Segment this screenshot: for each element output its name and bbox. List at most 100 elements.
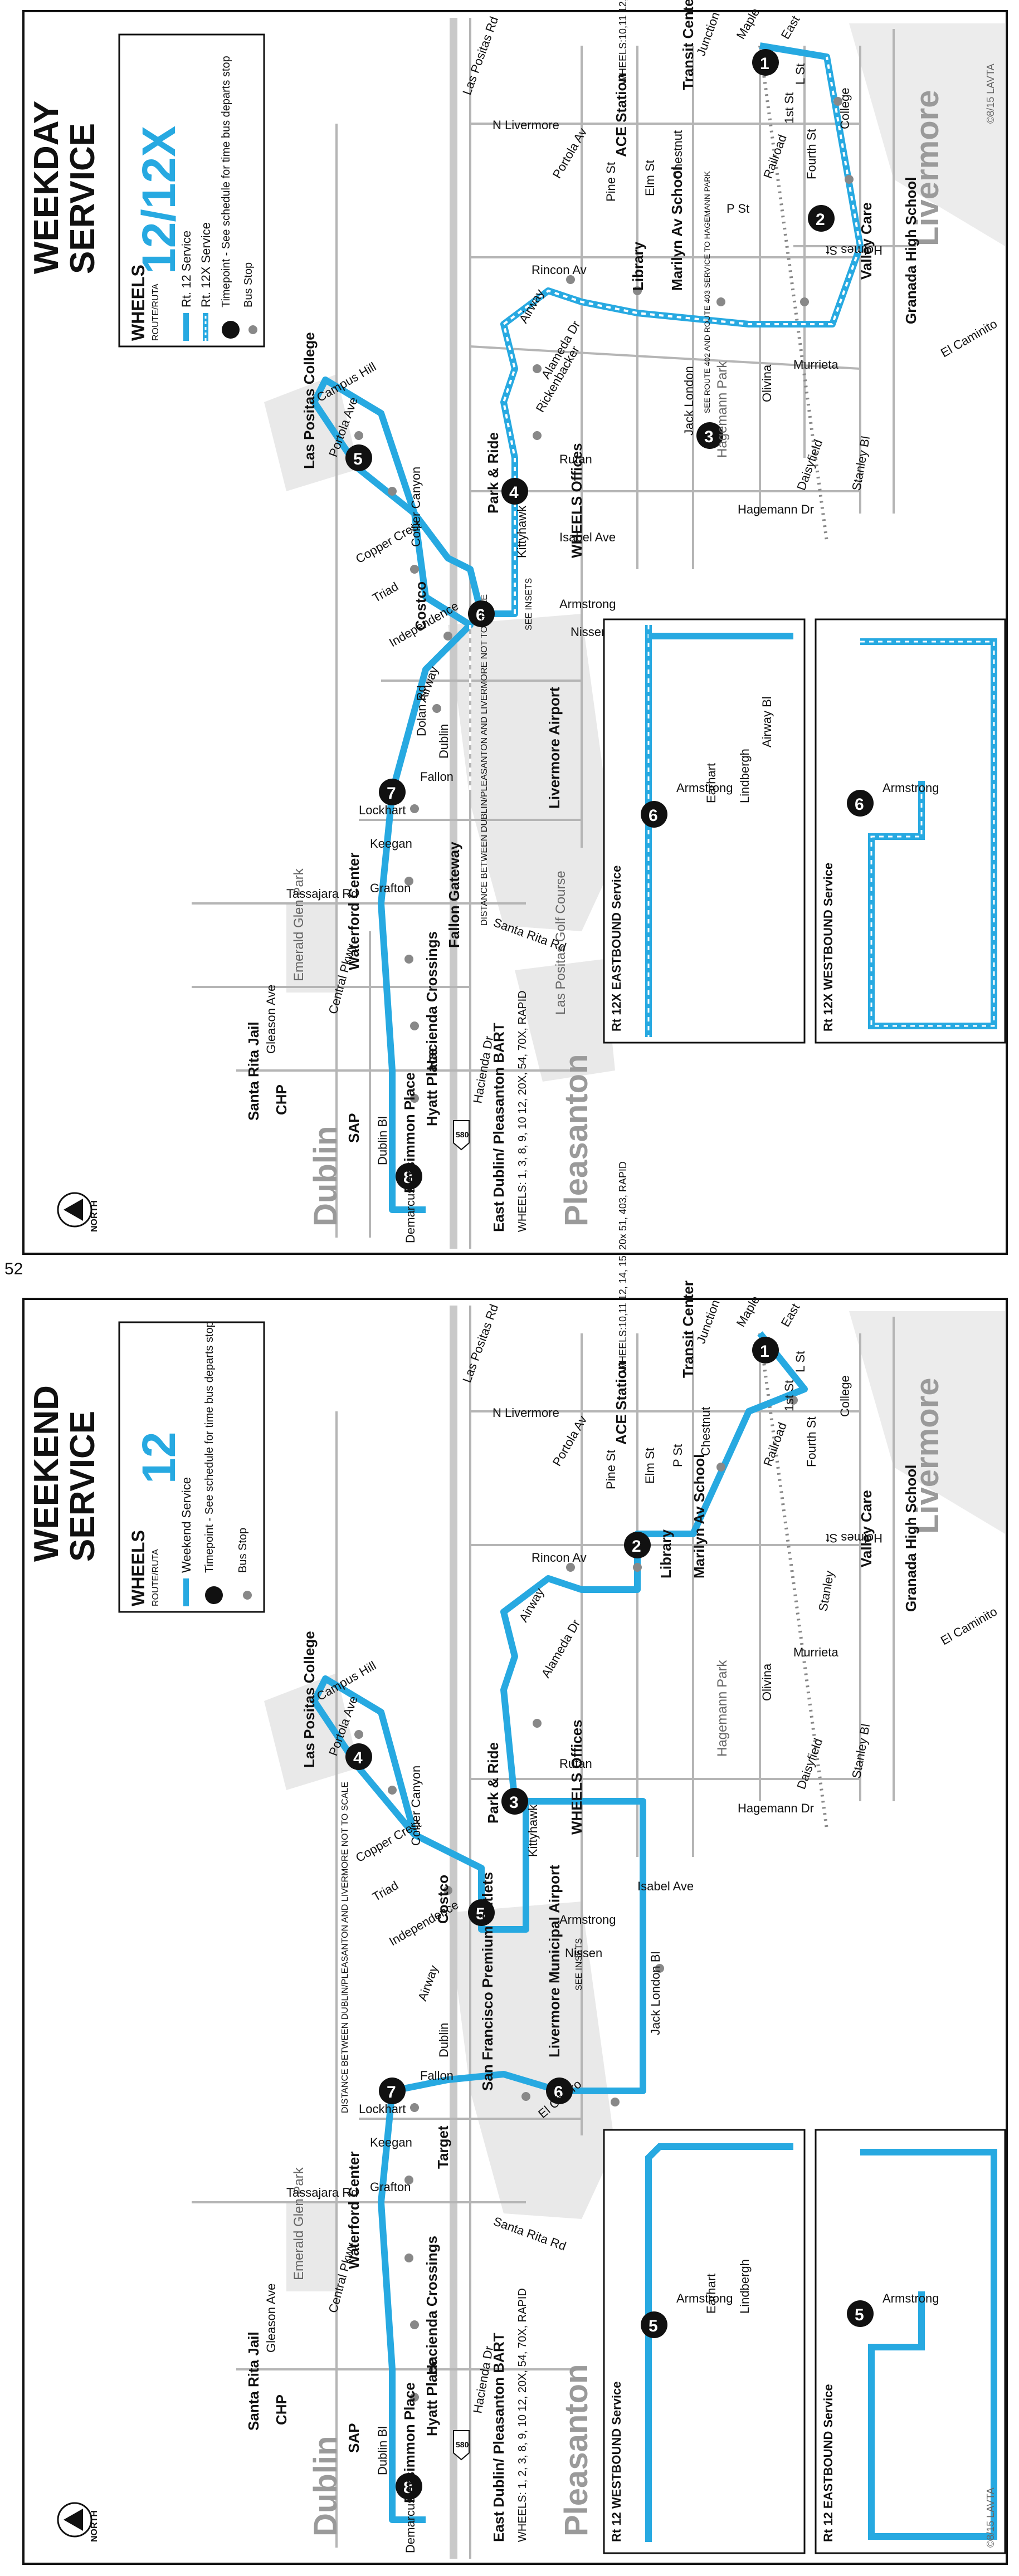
st-junction: Junction xyxy=(694,10,723,58)
st-olivina: Olivina xyxy=(760,1663,774,1701)
st-kittyhawk: Kittyhawk xyxy=(515,505,529,558)
st-railroad: Railroad xyxy=(760,1420,789,1468)
svg-text:Armstrong: Armstrong xyxy=(883,781,939,795)
tp5: 5 xyxy=(476,1905,485,1923)
st-alameda: Alameda Dr xyxy=(539,1617,583,1680)
st-kittyhawk: Kittyhawk xyxy=(526,1804,540,1857)
place-transit-center: Transit Center xyxy=(680,1280,696,1378)
st-murrieta: Murrieta xyxy=(793,358,838,372)
place-marilyn-school: Marilyn Av School xyxy=(669,167,685,291)
inset-12x-westbound: 6 Armstrong Rt 12X WESTBOUND Service xyxy=(815,618,1006,1044)
tp3: 3 xyxy=(704,428,714,446)
st-isabel: Isabel Ave xyxy=(559,530,616,544)
weekend-map: WEEKEND SERVICE WHEELS ROUTE/RUTA 12 Wee… xyxy=(27,1161,1006,2559)
st-elm: Elm St xyxy=(643,160,657,196)
weekday-brand: WHEELS xyxy=(128,265,148,341)
tp7: 7 xyxy=(387,2083,396,2101)
inset-east-title: Rt 12 EASTBOUND Service xyxy=(821,2384,835,2542)
svg-text:Lindbergh: Lindbergh xyxy=(738,2259,752,2314)
weekend-title-line1: WEEKEND xyxy=(27,1385,66,1562)
weekend-brand-sub: ROUTE/RUTA xyxy=(151,1549,160,1606)
weekday-map: WEEKDAY SERVICE WHEELS ROUTE/RUTA 12/12X… xyxy=(27,0,1006,1249)
place-santa-rita-jail: Santa Rita Jail xyxy=(245,2331,262,2431)
north-arrow: NORTH xyxy=(57,1192,99,1232)
route-12x-overlay xyxy=(469,56,862,792)
weekday-legend-timepoint: Timepoint - See schedule for time bus de… xyxy=(220,56,232,307)
inset-12-westbound: 5 Armstrong Earhart Lindbergh Rt 12 WEST… xyxy=(603,2129,806,2554)
st-airway-e: Airway xyxy=(516,287,547,326)
inset-12-eastbound: 5 Armstrong Rt 12 EASTBOUND Service xyxy=(815,2129,1006,2554)
st-isabel: Isabel Ave xyxy=(637,1879,694,1893)
roads xyxy=(192,1306,895,2559)
st-hagemann-dr: Hagemann Dr xyxy=(738,502,814,516)
st-demarcus: Demarcus xyxy=(403,2497,417,2553)
place-east-dublin-bart: East Dublin/ Pleasanton BART xyxy=(490,1023,507,1232)
weekend-route-line xyxy=(311,1331,808,2523)
weekend-map-panel: WEEKEND SERVICE WHEELS ROUTE/RUTA 12 Wee… xyxy=(22,1161,1008,2565)
place-emerald-glen: Emerald Glen Park xyxy=(291,868,306,981)
weekend-distance-note: DISTANCE BETWEEN DUBLIN/PLEASANTON AND L… xyxy=(340,1782,350,2113)
st-nissen: Nissen xyxy=(571,625,608,639)
st-east: East xyxy=(778,13,803,42)
legend-bus-stop-icon xyxy=(248,325,257,334)
svg-text:580: 580 xyxy=(456,1130,469,1139)
area-dublin: Dublin xyxy=(308,1126,344,1226)
svg-text:Airway Bl: Airway Bl xyxy=(760,696,774,747)
place-park-ride: Park & Ride xyxy=(485,432,501,514)
place-target: Target xyxy=(435,2125,451,2169)
weekday-brand-sub: ROUTE/RUTA xyxy=(151,283,160,341)
place-las-positas-college: Las Positas College xyxy=(301,1631,318,1768)
weekday-legend-box xyxy=(118,33,265,348)
livermore-east-area xyxy=(849,1311,1005,1534)
place-wheels-offices: WHEELS Offices xyxy=(568,1719,585,1835)
emerald-park-area xyxy=(286,2202,337,2291)
weekday-route-number: 12/12X xyxy=(133,126,185,274)
st-rincon: Rincon Av xyxy=(532,1551,587,1565)
st-dublin: Dublin xyxy=(437,2023,451,2057)
st-airway-e: Airway xyxy=(516,1586,547,1625)
st-pine: Pine St xyxy=(604,162,618,202)
st-el-caminito: El Caminito xyxy=(938,1604,1000,1648)
st-railroad: Railroad xyxy=(760,133,789,180)
st-college: College xyxy=(838,87,852,129)
st-olivina: Olivina xyxy=(760,364,774,402)
st-santa-rita: Santa Rita Rd xyxy=(491,2214,568,2253)
st-rutan: Rutan xyxy=(559,452,592,466)
place-hyatt: Hyatt Place xyxy=(423,2358,440,2436)
svg-text:6: 6 xyxy=(855,795,864,814)
svg-text:Armstrong: Armstrong xyxy=(883,2291,939,2305)
svg-text:NORTH: NORTH xyxy=(90,2510,99,2542)
svg-text:Armstrong: Armstrong xyxy=(676,2291,733,2305)
college-area xyxy=(264,374,359,491)
st-first: 1st St xyxy=(782,1380,796,1411)
st-jack-london: Jack London xyxy=(682,366,696,436)
area-livermore: Livermore xyxy=(909,1378,945,1534)
place-hagemann-park: Hagemann Park xyxy=(715,361,730,458)
area-pleasanton: Pleasanton xyxy=(558,2364,594,2536)
weekend-route-number: 12 xyxy=(133,1432,185,1484)
st-chestnut: Chestnut xyxy=(671,130,685,179)
place-library: Library xyxy=(657,1529,674,1578)
tp6: 6 xyxy=(476,606,485,624)
st-rincon: Rincon Av xyxy=(532,263,587,277)
railroad-track xyxy=(758,45,828,542)
st-n-livermore: N Livermore xyxy=(493,118,559,132)
jack-london-note: SEE ROUTE 402 AND ROUTE 403 SERVICE TO H… xyxy=(703,171,711,413)
livermore-east-area xyxy=(849,23,1005,246)
st-collier: Collier Canyon xyxy=(409,1766,423,1846)
legend-timepoint-icon xyxy=(205,1586,223,1604)
place-ace-station: ACE Station xyxy=(613,74,630,157)
golf-area xyxy=(515,959,615,1082)
place-wheels-offices: WHEELS Offices xyxy=(568,443,585,558)
svg-text:Earhart: Earhart xyxy=(704,763,718,803)
tp7: 7 xyxy=(387,784,396,803)
place-las-positas-college: Las Positas College xyxy=(301,332,318,469)
st-murrieta: Murrieta xyxy=(793,1645,838,1659)
st-fallon: Fallon xyxy=(420,770,454,784)
st-p: P St xyxy=(671,1444,685,1467)
place-chp: CHP xyxy=(273,1084,290,1115)
svg-text:580: 580 xyxy=(456,2440,469,2449)
inset-west-title: Rt 12X WESTBOUND Service xyxy=(821,863,835,1032)
st-dublin-bl: Dublin Bl xyxy=(376,2426,389,2475)
st-keegan: Keegan xyxy=(370,837,412,850)
